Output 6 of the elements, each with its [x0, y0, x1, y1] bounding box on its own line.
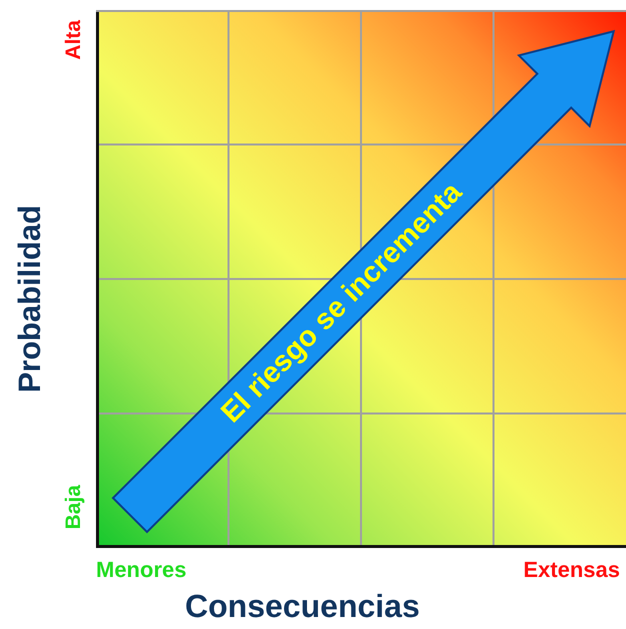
- tick-label: Alta: [62, 20, 86, 60]
- tick-label: Extensas: [523, 557, 620, 583]
- tick-label: Menores: [96, 557, 186, 583]
- tick-label: Baja: [62, 485, 86, 530]
- axis-title: Consecuencias: [185, 588, 420, 625]
- axis-title: Probabilidad: [12, 205, 48, 393]
